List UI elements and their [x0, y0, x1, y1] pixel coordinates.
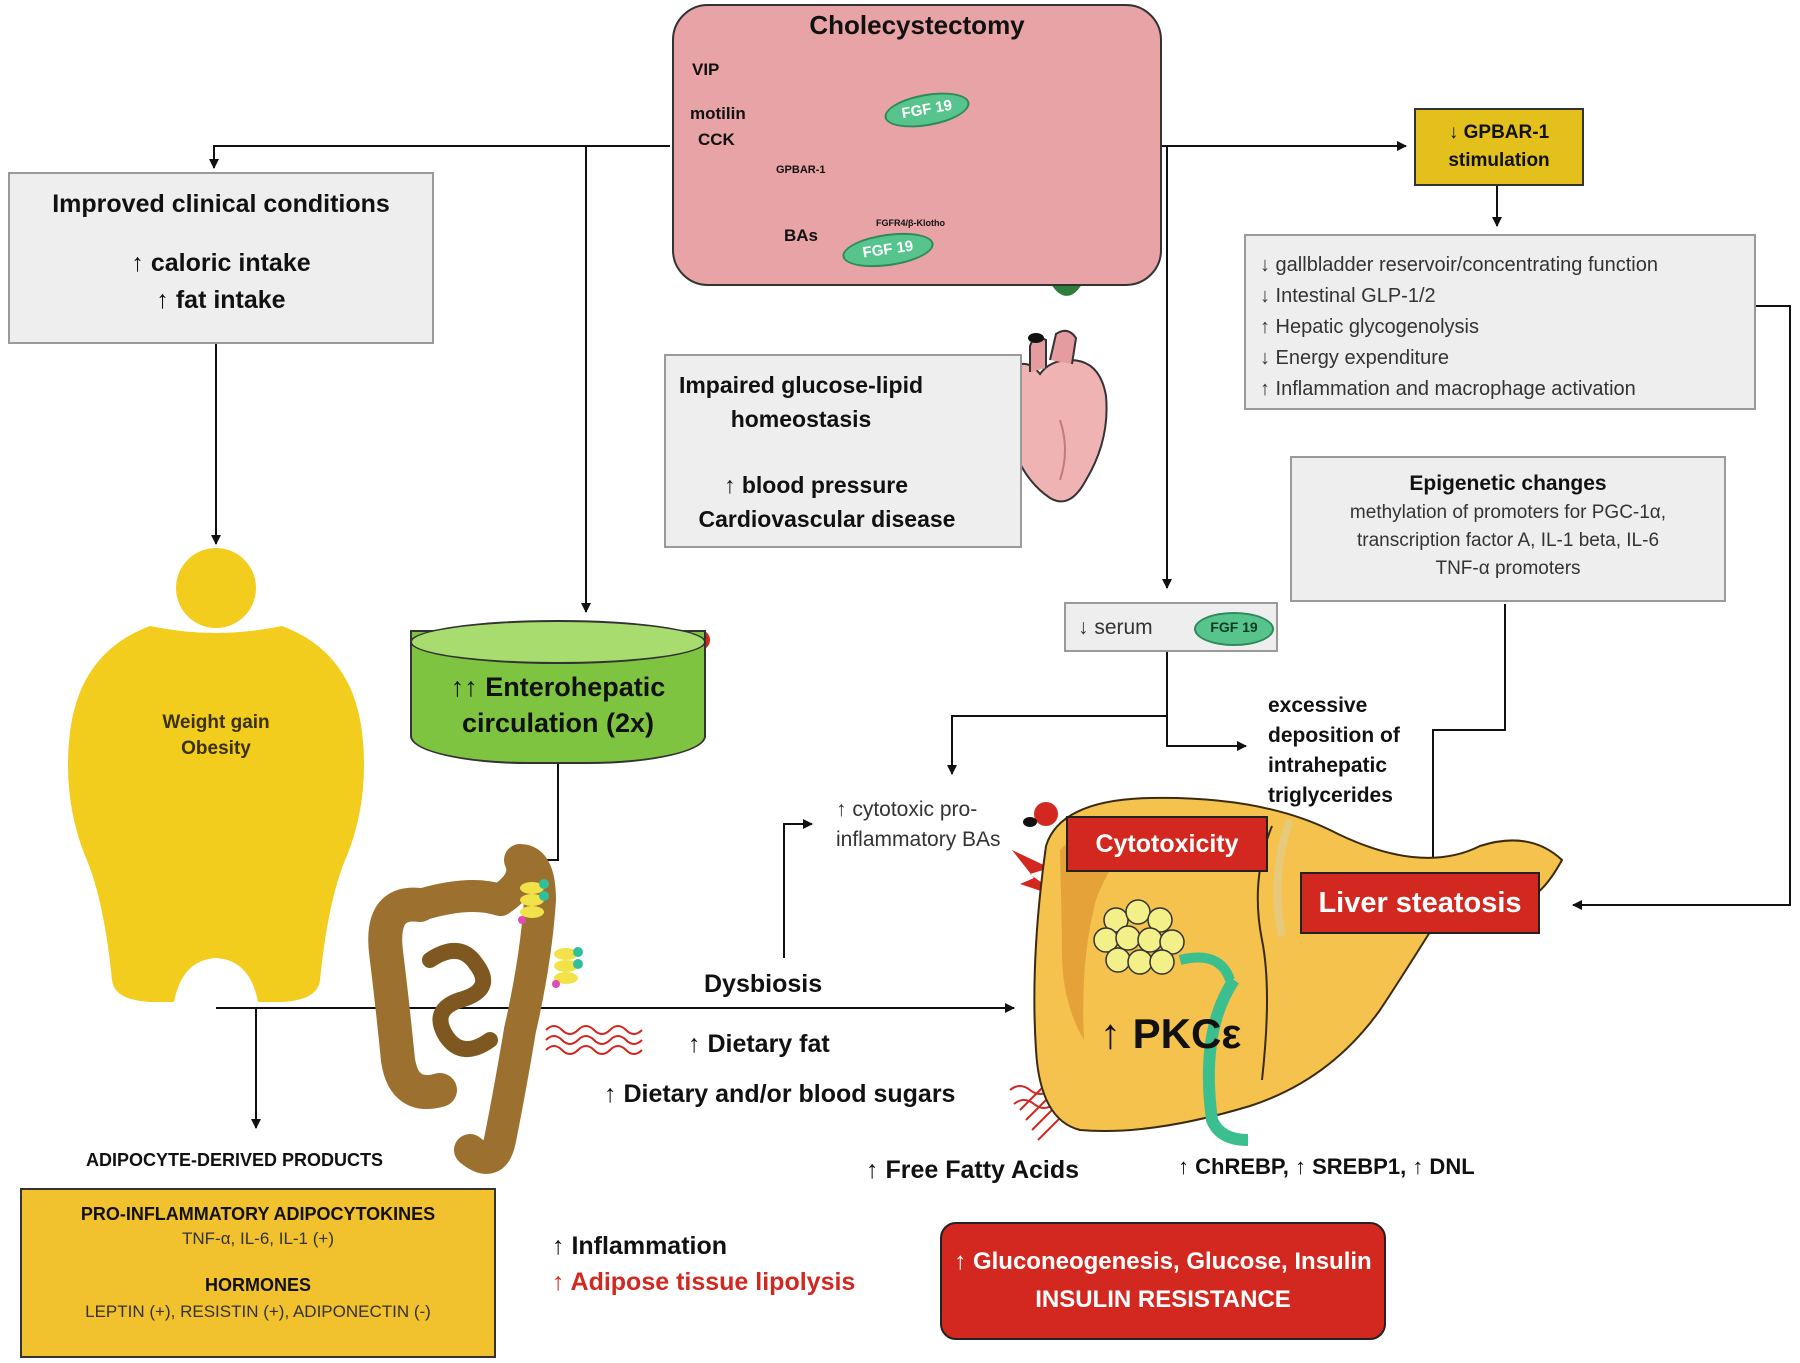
- enterohepatic-line1: ↑↑ Enterohepatic: [450, 672, 666, 702]
- improved-conditions-box: Improved clinical conditions ↑ caloric i…: [8, 172, 434, 344]
- hormones-list: LEPTIN (+), RESISTIN (+), ADIPONECTIN (-…: [85, 1302, 431, 1321]
- dietary-sugars-label: ↑ Dietary and/or blood sugars: [604, 1080, 956, 1108]
- ffa-label: ↑ Free Fatty Acids: [866, 1156, 1080, 1184]
- serum-fgf-label: FGF 19: [1210, 619, 1258, 635]
- adipocytokines-box: PRO-INFLAMMATORY ADIPOCYTOKINES TNF-α, I…: [20, 1188, 496, 1358]
- serum-label: ↓ serum: [1078, 616, 1153, 639]
- effect-item: ↓ Intestinal GLP-1/2: [1260, 285, 1436, 307]
- glucose-lipid-line1: Impaired glucose-lipid: [678, 372, 924, 398]
- glucose-lipid-line2: homeostasis: [730, 406, 872, 432]
- liver-steatosis-badge: Liver steatosis: [1300, 872, 1540, 934]
- insulin-line2: INSULIN RESISTANCE: [1035, 1286, 1291, 1313]
- obesity-label: Obesity: [181, 738, 251, 759]
- effect-item: ↑ Inflammation and macrophage activation: [1260, 378, 1636, 400]
- effects-box: ↓ gallbladder reservoir/concentrating fu…: [1244, 234, 1756, 410]
- bas-label: BAs: [784, 226, 819, 245]
- inflammation-squiggles: [545, 1025, 1075, 1141]
- epigenetic-line2: transcription factor A, IL-1 beta, IL-6: [1356, 530, 1660, 551]
- cytotoxic-bas-line2: inflammatory BAs: [836, 828, 1001, 851]
- enterohepatic-cylinder-top: [410, 620, 706, 664]
- obesity-silhouette: [68, 548, 364, 1002]
- cytotoxicity-badge: Cytotoxicity: [1066, 816, 1268, 872]
- enterohepatic-line2: circulation (2x): [461, 708, 655, 738]
- effect-item: ↓ Energy expenditure: [1260, 347, 1450, 369]
- triglycerides-line1: excessive: [1268, 694, 1368, 717]
- adipocytokines-list: TNF-α, IL-6, IL-1 (+): [182, 1229, 334, 1248]
- inflammation-label: ↑ Inflammation: [552, 1232, 728, 1260]
- caloric-intake: ↑ caloric intake: [131, 249, 311, 277]
- effect-item: ↑ Hepatic glycogenolysis: [1260, 316, 1479, 338]
- chrebp-label: ↑ ChREBP, ↑ SREBP1, ↑ DNL: [1178, 1154, 1475, 1179]
- blood-pressure: ↑ blood pressure: [723, 472, 909, 498]
- connector-arrows: [209, 141, 1791, 1129]
- fgfr-label: FGFR4/β-Klotho: [876, 218, 945, 228]
- cholecystectomy-title: Cholecystectomy: [809, 10, 1025, 40]
- insulin-resistance-box: ↑ Gluconeogenesis, Glucose, Insulin INSU…: [940, 1222, 1386, 1340]
- cardiovascular-disease: Cardiovascular disease: [698, 506, 956, 532]
- gpbar-stimulation-box: ↓ GPBAR-1 stimulation: [1414, 108, 1584, 186]
- cytotoxicity-label: Cytotoxicity: [1095, 830, 1239, 858]
- weight-gain-label: Weight gain: [162, 712, 270, 733]
- vip-label: VIP: [692, 60, 720, 79]
- epigenetic-line3: TNF-α promoters: [1435, 558, 1581, 579]
- epigenetic-box: Epigenetic changes methylation of promot…: [1290, 456, 1726, 602]
- cytotoxic-bas-line1: ↑ cytotoxic pro-: [836, 798, 978, 821]
- adipocyte-products-label: ADIPOCYTE-DERIVED PRODUCTS: [86, 1150, 384, 1170]
- insulin-line1: ↑ Gluconeogenesis, Glucose, Insulin: [954, 1248, 1372, 1275]
- gpbar-label: GPBAR-1: [776, 164, 826, 176]
- glucose-lipid-box: Impaired glucose-lipid homeostasis ↑ blo…: [664, 354, 1022, 548]
- gpbar-line1: ↓ GPBAR-1: [1448, 122, 1550, 143]
- improved-conditions-title: Improved clinical conditions: [52, 190, 390, 218]
- effect-item: ↓ gallbladder reservoir/concentrating fu…: [1260, 254, 1658, 276]
- lipolysis-label: ↑ Adipose tissue lipolysis: [552, 1268, 856, 1296]
- fat-intake: ↑ fat intake: [156, 286, 286, 314]
- dysbiosis-label: Dysbiosis: [704, 970, 823, 998]
- triglycerides-line2: deposition of: [1268, 724, 1400, 747]
- triglycerides-line3: intrahepatic: [1268, 754, 1388, 777]
- gpbar-line2: stimulation: [1448, 150, 1550, 171]
- liver-steatosis-label: Liver steatosis: [1318, 887, 1522, 919]
- adipocytokines-title: PRO-INFLAMMATORY ADIPOCYTOKINES: [80, 1204, 436, 1224]
- dietary-fat-label: ↑ Dietary fat: [688, 1030, 830, 1058]
- epigenetic-title: Epigenetic changes: [1409, 472, 1607, 495]
- hormones-title: HORMONES: [204, 1275, 311, 1295]
- lightning-icon: [1012, 850, 1062, 898]
- serum-fgf-pill: FGF 19: [1194, 612, 1274, 646]
- bile-acid-receptors: [518, 879, 583, 988]
- triglycerides-line4: triglycerides: [1268, 784, 1393, 807]
- serum-box: ↓ serum FGF 19: [1064, 602, 1278, 652]
- pkc-label: ↑ PKCε: [1100, 1010, 1242, 1057]
- motilin-label: motilin: [690, 104, 746, 123]
- cck-label: CCK: [698, 130, 735, 149]
- epigenetic-line1: methylation of promoters for PGC-1α,: [1349, 502, 1667, 523]
